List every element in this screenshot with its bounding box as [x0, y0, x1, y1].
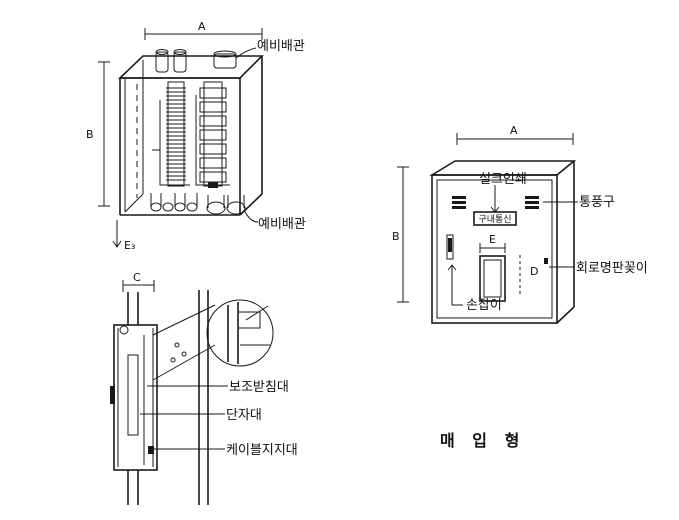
aux-support-label: 보조받침대 — [229, 380, 289, 395]
terminal-coils-left — [166, 87, 186, 181]
dim-a-left: A — [198, 20, 206, 33]
bottom-pipes — [150, 193, 246, 215]
side-section-view: C 보조받침대 단자대 — [110, 271, 298, 505]
circuit-plate-holder — [479, 255, 506, 302]
diagram-title: 매 입 형 — [440, 431, 525, 450]
vent-right — [525, 196, 539, 209]
seal-print-label: 실크인쇄 — [479, 172, 527, 187]
spare-pipe-bottom-label: 예비배관 — [258, 217, 306, 232]
cable-support-label: 케이블지지대 — [226, 443, 298, 458]
handle-label: 손잡이 — [466, 298, 502, 313]
nameplate-text: 구내통신 — [478, 214, 511, 225]
zoom-detail-circle — [206, 299, 274, 367]
dim-b-right: B — [392, 230, 400, 243]
dim-d: D — [530, 265, 538, 278]
circuit-plate-label: 회로명판꽂이 — [576, 261, 648, 276]
dim-a-right: A — [510, 124, 518, 137]
handle — [446, 234, 454, 260]
dim-b-left: B — [86, 128, 94, 141]
dim-c: C — [133, 271, 141, 284]
flush-mount-front-view: A B 구내통신 E — [392, 124, 648, 324]
dim-e: E — [489, 233, 496, 246]
ground-label: E₃ — [124, 239, 135, 252]
spare-pipe-top-label: 예비배관 — [257, 39, 305, 54]
vent-left — [452, 196, 466, 209]
vent-label: 통풍구 — [579, 195, 615, 210]
terminal-label: 단자대 — [226, 408, 262, 423]
terminal-box-3d: A B — [86, 20, 306, 252]
